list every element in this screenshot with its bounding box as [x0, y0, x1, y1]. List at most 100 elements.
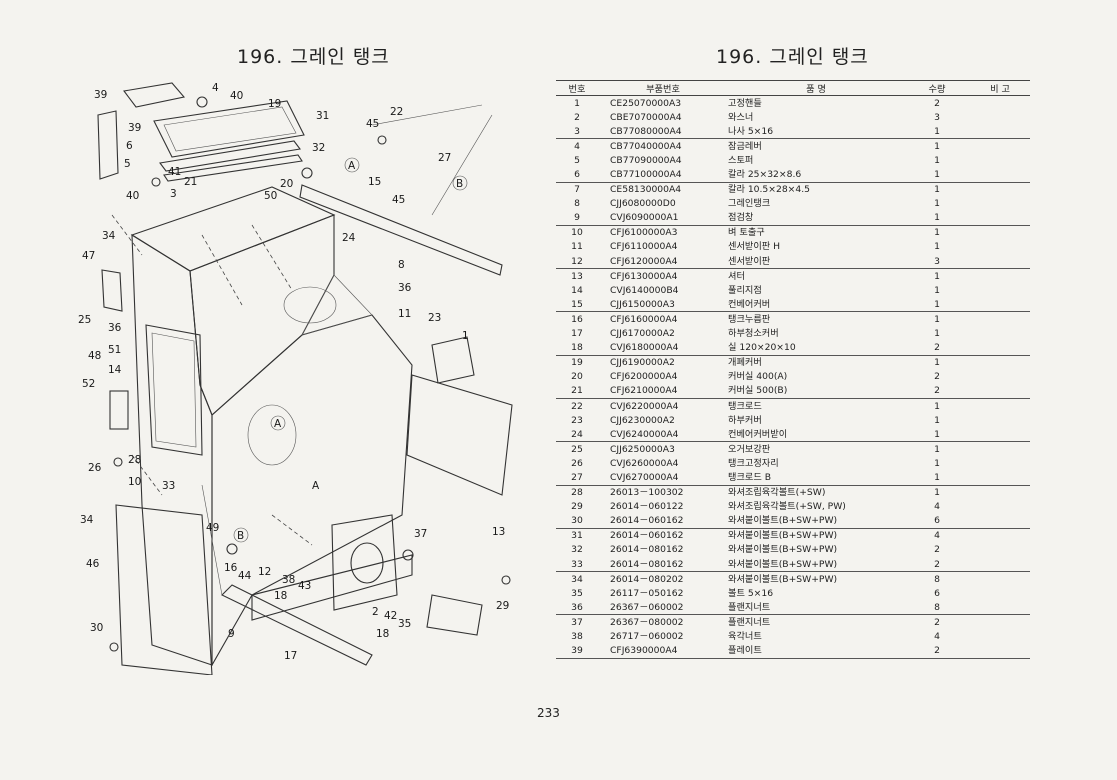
cell-name: 하부청소커버: [728, 328, 779, 340]
tank-body-drawing: [101, 96, 513, 675]
callout-39: 39: [94, 89, 107, 101]
cell-part-no: 26013－100302: [598, 484, 728, 500]
callout-a-1: A: [348, 160, 356, 172]
cell-no: 35: [571, 587, 583, 599]
callout-51: 51: [108, 344, 121, 356]
cell-no: 2: [574, 111, 580, 123]
cell-remark: [970, 484, 1030, 500]
callout-28: 28: [128, 454, 141, 466]
callout-37: 37: [414, 528, 427, 540]
cell-remark: [970, 527, 1030, 543]
callout-40b: 40: [126, 190, 139, 202]
cell-name: 칼라 25×32×8.6: [728, 169, 802, 181]
cell-remark: [970, 384, 1030, 399]
cell-remark: [970, 341, 1030, 356]
callout-8: 8: [398, 259, 405, 271]
callout-23: 23: [428, 312, 441, 324]
cell-no: 27: [571, 471, 583, 483]
callout-31: 31: [316, 110, 329, 122]
cell-part-no: 26014－080162: [610, 558, 684, 570]
callout-6: 6: [126, 140, 133, 152]
cell-name: 와셔붙이볼트(B+SW+PW): [728, 558, 838, 570]
table-title: 196. 그레인 탱크: [716, 46, 869, 68]
cell-name: 오거보강판: [728, 441, 904, 457]
cell-part-no: CB77080000A4: [610, 125, 682, 137]
cell-remark: [970, 138, 1030, 154]
cell-part-no: 26367－080002: [598, 614, 728, 630]
cell-name: 와셔붙이볼트(B+SW+PW): [728, 544, 838, 556]
cell-name: 고정핸들: [728, 97, 762, 109]
callout-13: 13: [492, 526, 505, 538]
callout-44: 44: [238, 570, 252, 582]
cell-part-no: CFJ6130000A4: [598, 268, 728, 284]
cell-qty: 4: [904, 527, 970, 543]
cell-remark: [970, 224, 1030, 240]
cell-remark: [970, 500, 1030, 514]
cell-name: 플랜지너트: [728, 614, 904, 630]
cell-qty: 1: [934, 125, 940, 137]
callout-27: 27: [438, 152, 451, 164]
cell-qty: 2: [934, 385, 940, 397]
cell-qty: 2: [934, 558, 940, 570]
cell-no: 14: [571, 284, 583, 296]
callout-4: 4: [212, 82, 219, 94]
cell-qty: 1: [934, 154, 940, 166]
top-cover-drawing: [97, 82, 305, 182]
cell-no: 20: [571, 371, 583, 383]
callout-49: 49: [206, 522, 219, 534]
callout-15: 15: [368, 176, 381, 188]
cell-part-no: 26014－060122: [610, 501, 684, 513]
cell-qty: 1: [934, 198, 940, 210]
cell-no: 30: [571, 515, 583, 527]
cell-part-no: 26717－060002: [610, 631, 684, 643]
cell-part-no: CVJ6220000A4: [598, 397, 728, 414]
cell-part-no: CVJ6090000A1: [610, 212, 679, 224]
diagram-title: 196. 그레인 탱크: [237, 46, 390, 68]
cell-qty: 1: [934, 241, 940, 253]
cell-remark: [970, 629, 1030, 643]
cell-name: 와셔붙이볼트(B+SW+PW): [728, 515, 838, 527]
cell-qty: 1: [934, 212, 940, 224]
cell-no: 19: [556, 354, 598, 370]
callout-a-3: A: [312, 480, 320, 492]
cell-name: 탱크고정자리: [728, 457, 779, 469]
cell-qty: 1: [904, 484, 970, 500]
callout-labels: 39 4 40 19 31 22 45 39 6 5 41 21 3 40 50…: [78, 82, 509, 662]
callout-18: 18: [274, 590, 287, 602]
cell-part-no: 26014－080202: [598, 571, 728, 587]
cell-remark: [970, 586, 1030, 600]
cell-qty: 2: [934, 544, 940, 556]
cell-name: 와셔붙이볼트(B+SW+PW): [728, 527, 904, 543]
cell-no: 22: [556, 397, 598, 414]
callout-48: 48: [88, 350, 101, 362]
callout-45: 45: [366, 118, 379, 130]
callout-12: 12: [258, 566, 271, 578]
cell-no: 28: [556, 484, 598, 500]
cell-remark: [970, 240, 1030, 254]
cell-no: 8: [574, 198, 580, 210]
header-no: 번호: [556, 80, 598, 96]
cell-qty: 1: [904, 397, 970, 414]
cell-no: 16: [556, 311, 598, 327]
callout-40: 40: [230, 90, 243, 102]
cell-remark: [970, 110, 1030, 124]
cell-qty: 1: [934, 457, 940, 469]
cell-no: 15: [571, 298, 583, 310]
cell-part-no: 26014－060162: [598, 527, 728, 543]
cell-name: 탱크로드 B: [728, 471, 772, 483]
cell-no: 5: [574, 154, 580, 166]
cell-part-no: CJJ6170000A2: [610, 328, 675, 340]
cell-no: 6: [574, 169, 580, 181]
cell-remark: [970, 543, 1030, 557]
callout-24: 24: [342, 232, 356, 244]
